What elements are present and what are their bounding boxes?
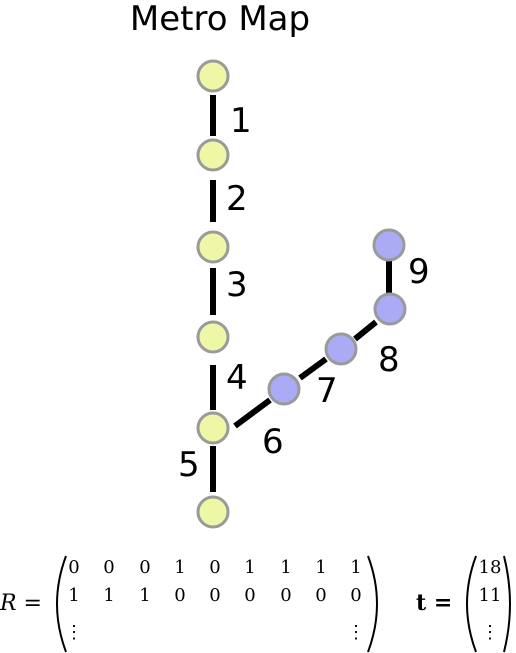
edge-label-1: 1 bbox=[230, 101, 252, 141]
matrix-r-cell: 1 bbox=[280, 557, 291, 578]
edges bbox=[210, 95, 392, 492]
matrix-r-vdots-right: ⋮ bbox=[347, 622, 365, 643]
vector-t-lhs: t = bbox=[416, 590, 452, 616]
station-blue-2 bbox=[324, 332, 358, 366]
edge-6 bbox=[233, 397, 272, 429]
edge-label-7: 7 bbox=[316, 371, 338, 411]
stations bbox=[196, 59, 407, 529]
matrix-r-cell: 0 bbox=[280, 585, 291, 606]
matrix-r-cell: 0 bbox=[315, 585, 326, 606]
edge-label-2: 2 bbox=[226, 179, 248, 219]
vector-t-vdots: ⋮ bbox=[481, 622, 499, 643]
matrix-r-cell: 1 bbox=[350, 557, 361, 578]
matrix-r-lhs: R = bbox=[0, 591, 42, 616]
station-blue-1 bbox=[267, 372, 301, 406]
matrix-r-cell: 0 bbox=[174, 585, 185, 606]
matrix-r-cell: 0 bbox=[209, 557, 220, 578]
matrix-r-cell: 0 bbox=[244, 585, 255, 606]
vector-t-cell: 11 bbox=[479, 585, 502, 606]
edge-label-4: 4 bbox=[226, 358, 248, 398]
matrix-r-cell: 1 bbox=[139, 585, 150, 606]
matrix-r-left-paren bbox=[56, 555, 67, 653]
vector-t-right-paren bbox=[503, 555, 511, 653]
edge-label-6: 6 bbox=[262, 422, 284, 462]
matrix-r-cell: 0 bbox=[103, 557, 114, 578]
matrix-r-cell: 1 bbox=[244, 557, 255, 578]
matrix-r-vdots-left: ⋮ bbox=[65, 622, 83, 643]
edge-label-5: 5 bbox=[178, 445, 200, 485]
matrix-r-cell: 1 bbox=[315, 557, 326, 578]
edge-8 bbox=[353, 319, 378, 342]
matrix-r: R = 0 0 0 1 0 1 1 1 1 1 1 1 0 0 0 0 0 0 … bbox=[0, 555, 378, 653]
matrix-r-right-paren bbox=[367, 555, 378, 653]
vector-t-cell: 18 bbox=[479, 557, 502, 578]
station-blue-3 bbox=[373, 292, 407, 326]
vector-t-left-paren bbox=[466, 555, 477, 653]
edge-label-9: 9 bbox=[408, 252, 430, 292]
matrix-r-cell: 1 bbox=[174, 557, 185, 578]
vector-t: t = 18 11 ⋮ bbox=[416, 555, 511, 653]
station-blue-4 bbox=[372, 228, 406, 262]
matrix-r-cell: 0 bbox=[350, 585, 361, 606]
page-title: Metro Map bbox=[130, 0, 310, 39]
matrix-r-cell: 0 bbox=[139, 557, 150, 578]
edge-label-3: 3 bbox=[226, 265, 248, 305]
matrix-r-cell: 0 bbox=[209, 585, 220, 606]
edge-label-8: 8 bbox=[378, 340, 400, 380]
station-yellow-2 bbox=[196, 138, 230, 172]
matrix-r-cell: 1 bbox=[68, 585, 79, 606]
station-yellow-1 bbox=[196, 59, 230, 93]
station-yellow-4 bbox=[196, 320, 230, 354]
edge-7 bbox=[298, 356, 328, 381]
station-yellow-5 bbox=[196, 411, 230, 445]
station-yellow-6 bbox=[196, 495, 230, 529]
matrix-r-cell: 0 bbox=[68, 557, 79, 578]
station-yellow-3 bbox=[196, 230, 230, 264]
matrix-r-cell: 1 bbox=[103, 585, 114, 606]
